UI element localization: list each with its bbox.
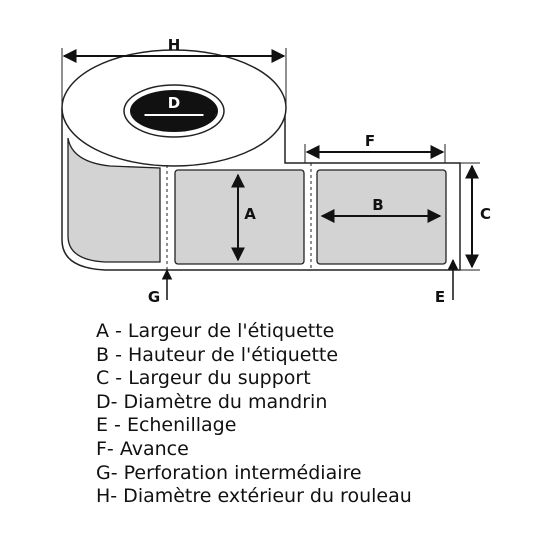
label-1 (174, 169, 305, 265)
legend-item-e: E - Echenillage (96, 414, 237, 437)
label-H: H (168, 36, 181, 54)
legend-item-a: A - Largeur de l'étiquette (96, 320, 335, 342)
legend-item-d: D- Diamètre du mandrin (96, 390, 328, 413)
legend-item-c: C - Largeur du support (96, 367, 311, 390)
label-D: D (168, 94, 180, 112)
label-roll-diagram: H D F A B C E G (61, 36, 491, 306)
legend-item-b: B - Hauteur de l'étiquette (96, 343, 339, 366)
label-A: A (244, 205, 256, 223)
legend-item-g: G- Perforation intermédiaire (96, 461, 362, 484)
label-on-roll (67, 137, 161, 263)
label-G: G (148, 288, 160, 306)
legend-item-h: H- Diamètre extérieur du rouleau (96, 485, 412, 508)
label-B: B (372, 196, 383, 214)
label-C: C (480, 205, 491, 223)
legend-item-f: F- Avance (96, 437, 189, 460)
legend-list: A - Largeur de l'étiquette B - Hauteur d… (96, 320, 412, 509)
label-E: E (435, 288, 445, 306)
label-F: F (365, 132, 375, 150)
